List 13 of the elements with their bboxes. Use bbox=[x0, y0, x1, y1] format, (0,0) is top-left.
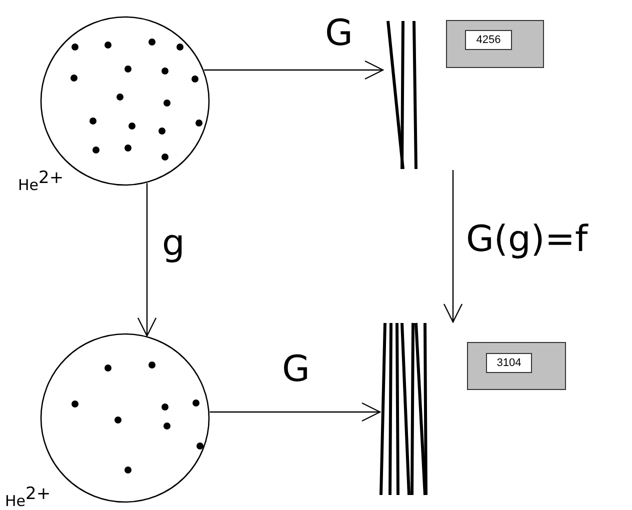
arrow bbox=[137, 183, 157, 336]
arrow bbox=[210, 402, 381, 422]
dotted-circle-drawing bbox=[40, 16, 210, 186]
edge-label: g bbox=[162, 224, 185, 264]
arrow bbox=[443, 170, 463, 323]
arrow bbox=[204, 60, 384, 80]
edge-label: G bbox=[325, 14, 353, 54]
counter-display: 3104 bbox=[486, 353, 532, 373]
counter-display: 4256 bbox=[465, 30, 512, 50]
edge-label: G(g)=f bbox=[466, 220, 588, 260]
counter-panel bbox=[446, 20, 544, 68]
counter-panel bbox=[467, 342, 566, 390]
edge-label: G bbox=[282, 350, 310, 390]
